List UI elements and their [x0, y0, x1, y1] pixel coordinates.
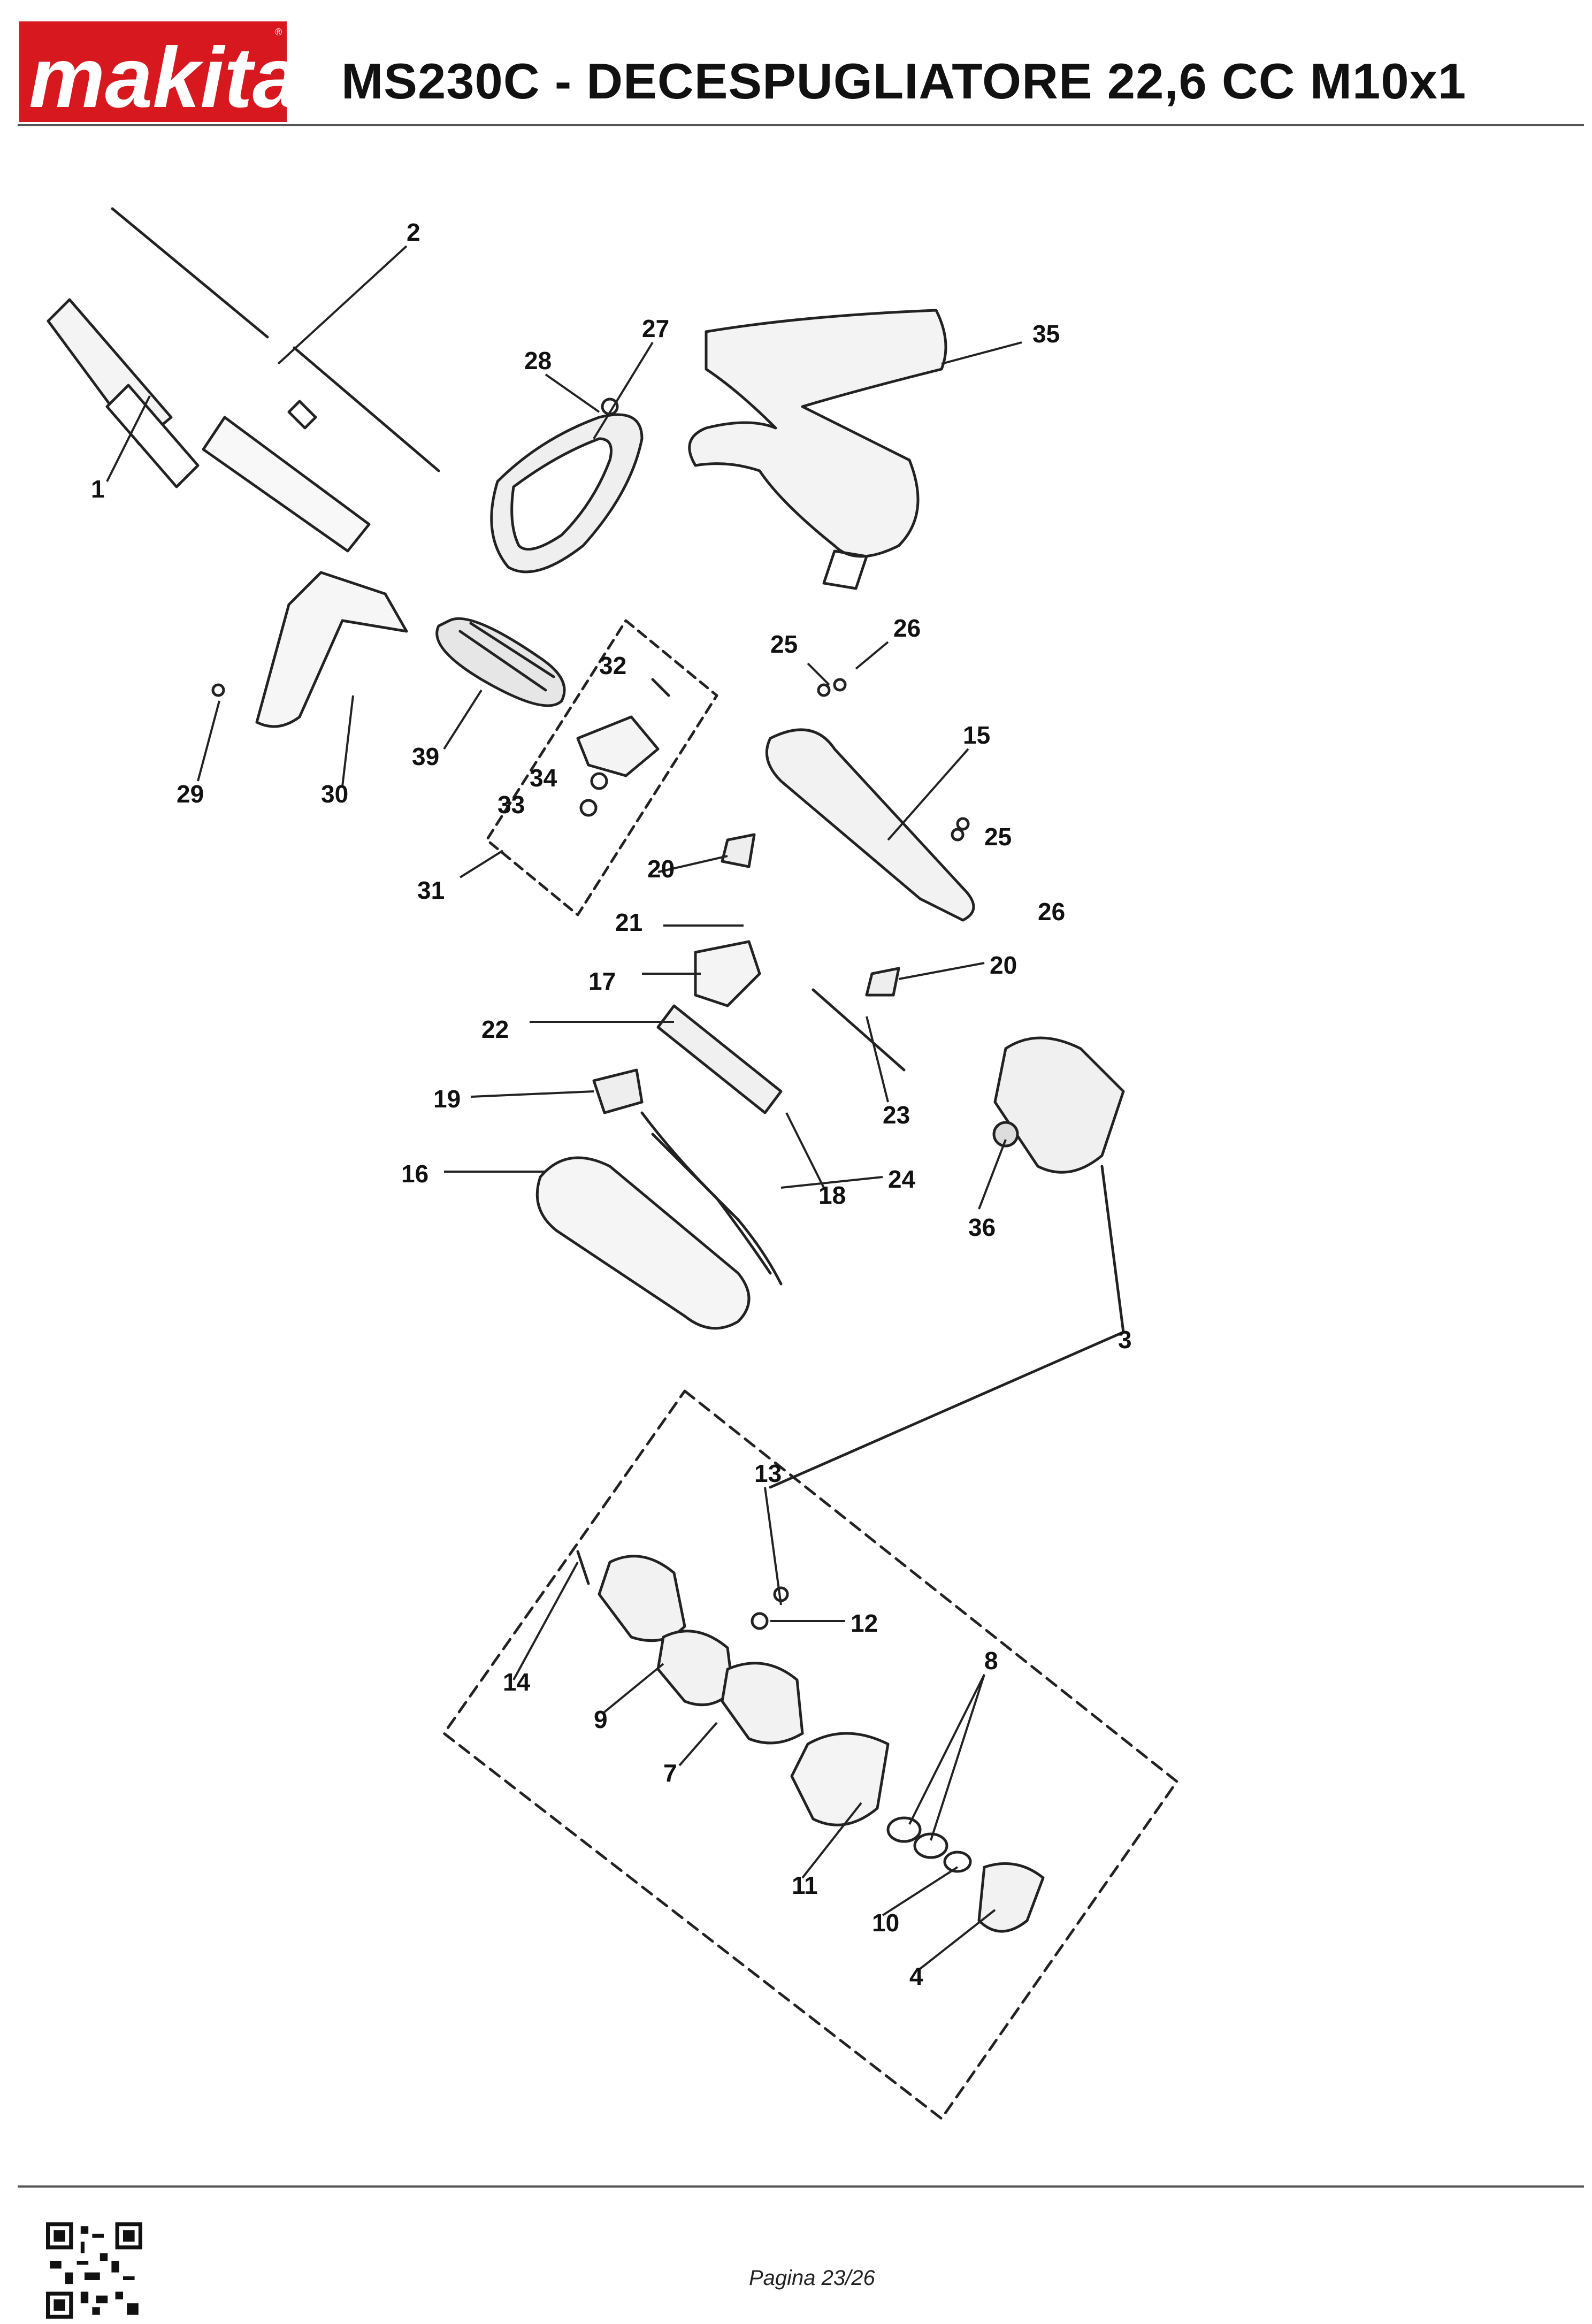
part-shaft-tube — [47, 298, 371, 553]
assembly-box-lower — [442, 1389, 1178, 2120]
callout-25b: 25 — [984, 823, 1012, 851]
part-handle-bracket — [211, 571, 408, 728]
callout-27: 27 — [642, 315, 669, 342]
callout-21: 21 — [615, 908, 642, 936]
callout-18: 18 — [818, 1181, 846, 1209]
callout-3: 3 — [1118, 1326, 1132, 1354]
callout-28: 28 — [524, 347, 552, 374]
callout-32: 32 — [599, 652, 626, 679]
callout-20: 20 — [647, 855, 675, 883]
part-drive-rod — [111, 207, 440, 472]
part-throttle-group — [656, 833, 906, 1114]
callout-26: 26 — [893, 614, 921, 642]
callout-22: 22 — [481, 1015, 509, 1043]
svg-text:®: ® — [275, 27, 282, 37]
callout-23: 23 — [883, 1101, 910, 1129]
part-loop-handle — [490, 397, 644, 574]
callout-15: 15 — [963, 721, 990, 749]
callout-39: 39 — [412, 743, 439, 770]
callout-1: 1 — [91, 475, 105, 503]
callout-10: 10 — [872, 1909, 899, 1937]
part-handle-cover — [535, 1068, 783, 1330]
qr-code — [46, 2222, 142, 2319]
callout-9: 9 — [594, 1706, 608, 1733]
part-rear-handle-half — [765, 678, 975, 922]
callout-4: 4 — [909, 1962, 923, 1990]
part-shoulder-harness — [688, 309, 947, 590]
exploded-parts-diagram: 1 2 3 4 7 8 9 10 11 12 13 14 15 16 17 18… — [47, 207, 1178, 2120]
callout-26b: 26 — [1038, 898, 1065, 926]
callout-19: 19 — [433, 1085, 461, 1113]
callout-7: 7 — [663, 1759, 677, 1787]
assembly-box-31 — [485, 619, 718, 916]
makita-logo: makita ® — [19, 21, 287, 122]
callout-12: 12 — [851, 1609, 878, 1637]
page-number: Pagina 23/26 — [749, 2266, 875, 2290]
callout-31: 31 — [417, 876, 445, 904]
part-clutch-group — [576, 1550, 1045, 1933]
header-divider — [18, 124, 1584, 126]
callout-13: 13 — [754, 1459, 782, 1487]
footer-divider — [18, 2185, 1584, 2188]
callout-16: 16 — [401, 1160, 428, 1188]
callout-29: 29 — [177, 780, 204, 808]
svg-text:makita: makita — [29, 29, 287, 122]
part-clamp — [576, 678, 670, 817]
callout-35: 35 — [1032, 320, 1060, 348]
callout-34: 34 — [530, 764, 557, 792]
callout-11: 11 — [792, 1871, 818, 1899]
callout-24: 24 — [888, 1165, 916, 1193]
callout-30: 30 — [321, 780, 348, 808]
callout-20b: 20 — [990, 951, 1017, 979]
callout-8: 8 — [984, 1647, 998, 1675]
page-header: makita ® MS230C - DECESPUGLIATORE 22,6 C… — [0, 0, 1592, 128]
part-rubber-grip — [435, 617, 566, 707]
callout-25: 25 — [770, 630, 798, 658]
document-title: MS230C - DECESPUGLIATORE 22,6 CC M10x1 — [341, 53, 1467, 109]
callout-2: 2 — [407, 218, 420, 246]
part-throttle-housing — [992, 1036, 1125, 1174]
callout-36: 36 — [968, 1213, 996, 1241]
callout-14: 14 — [503, 1668, 531, 1696]
callout-33: 33 — [497, 791, 525, 819]
callout-17: 17 — [588, 967, 616, 995]
